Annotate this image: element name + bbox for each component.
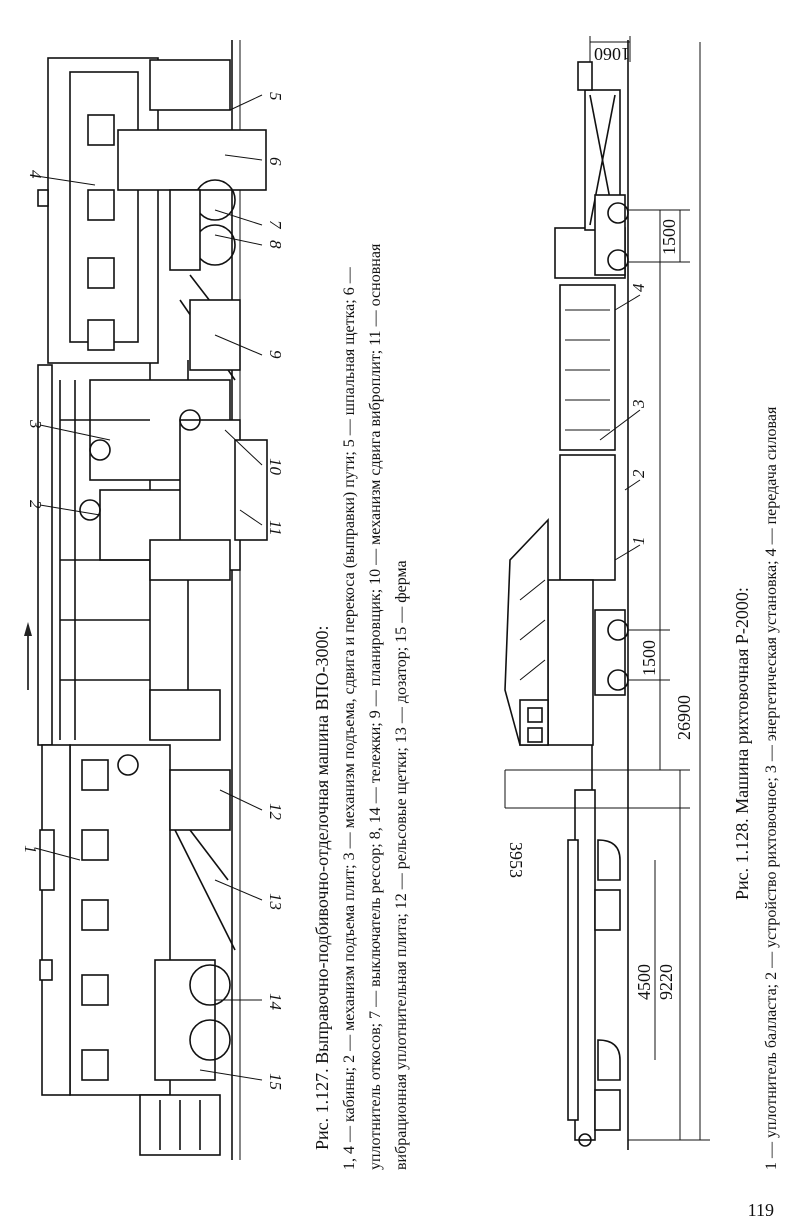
fig127-label-7: 7 (266, 220, 285, 230)
dim-26900: 26900 (674, 695, 694, 740)
fig127-legend-line2: уплотнитель откосов; 7 — выключатель рес… (367, 243, 384, 1170)
page-number: 119 (747, 1200, 774, 1220)
fig128-label-1: 1 (629, 537, 648, 546)
fig127-caption: Рис. 1.127. Выправочно-подбивочно-отдело… (312, 626, 332, 1150)
fig127-label-8: 8 (266, 240, 285, 249)
fig128-labels: 4 3 2 1 (629, 283, 648, 545)
dim-3953: 3953 (506, 842, 526, 878)
fig127-label-15: 15 (266, 1073, 285, 1090)
fig127-label-2: 2 (26, 500, 45, 509)
fig127-label-11: 11 (266, 520, 285, 536)
fig128-legend-line1: 1 — уплотнитель балласта; 2 — устройство… (763, 406, 780, 1170)
fig127-label-13: 13 (266, 893, 285, 910)
dim-1060: 1060 (594, 44, 630, 64)
fig127-label-10: 10 (266, 458, 285, 476)
dim-1500-rear: 1500 (639, 640, 659, 676)
fig128-dimensions (504, 36, 710, 1141)
fig128-label-2: 2 (629, 469, 648, 478)
fig127-label-5: 5 (266, 92, 285, 101)
fig128-dimension-labels: 1060 1500 1500 26900 3953 4500 9220 (506, 44, 694, 1000)
fig128-caption-block: Рис. 1.128. Машина рихтовочная Р-2000: 1… (732, 406, 780, 1170)
fig128-drawing (504, 40, 641, 1150)
fig127-labels: 4 3 2 1 5 6 7 8 9 10 11 12 13 14 15 (21, 92, 285, 1090)
fig127-label-6: 6 (266, 157, 285, 166)
fig127-label-12: 12 (266, 803, 285, 821)
fig127-label-3: 3 (26, 419, 45, 429)
fig127-caption-block: Рис. 1.127. Выправочно-подбивочно-отдело… (312, 243, 410, 1170)
fig127-label-9: 9 (266, 350, 285, 359)
dim-9220: 9220 (656, 964, 676, 1000)
fig127-drawing (24, 40, 268, 1160)
fig128-label-4: 4 (629, 283, 648, 292)
dim-1500-front: 1500 (659, 219, 679, 255)
fig127-label-1: 1 (21, 845, 40, 854)
fig127-legend-line3: вибрационная уплотнительная плита; 12 — … (393, 560, 410, 1170)
fig128-caption: Рис. 1.128. Машина рихтовочная Р-2000: (732, 587, 752, 900)
fig128-label-3: 3 (629, 400, 648, 410)
fig127-label-14: 14 (266, 993, 285, 1011)
fig127-label-4: 4 (26, 170, 45, 179)
fig127-legend-line1: 1, 4 — кабины; 2 — механизм подъема плит… (341, 266, 358, 1170)
dim-4500: 4500 (634, 964, 654, 1000)
